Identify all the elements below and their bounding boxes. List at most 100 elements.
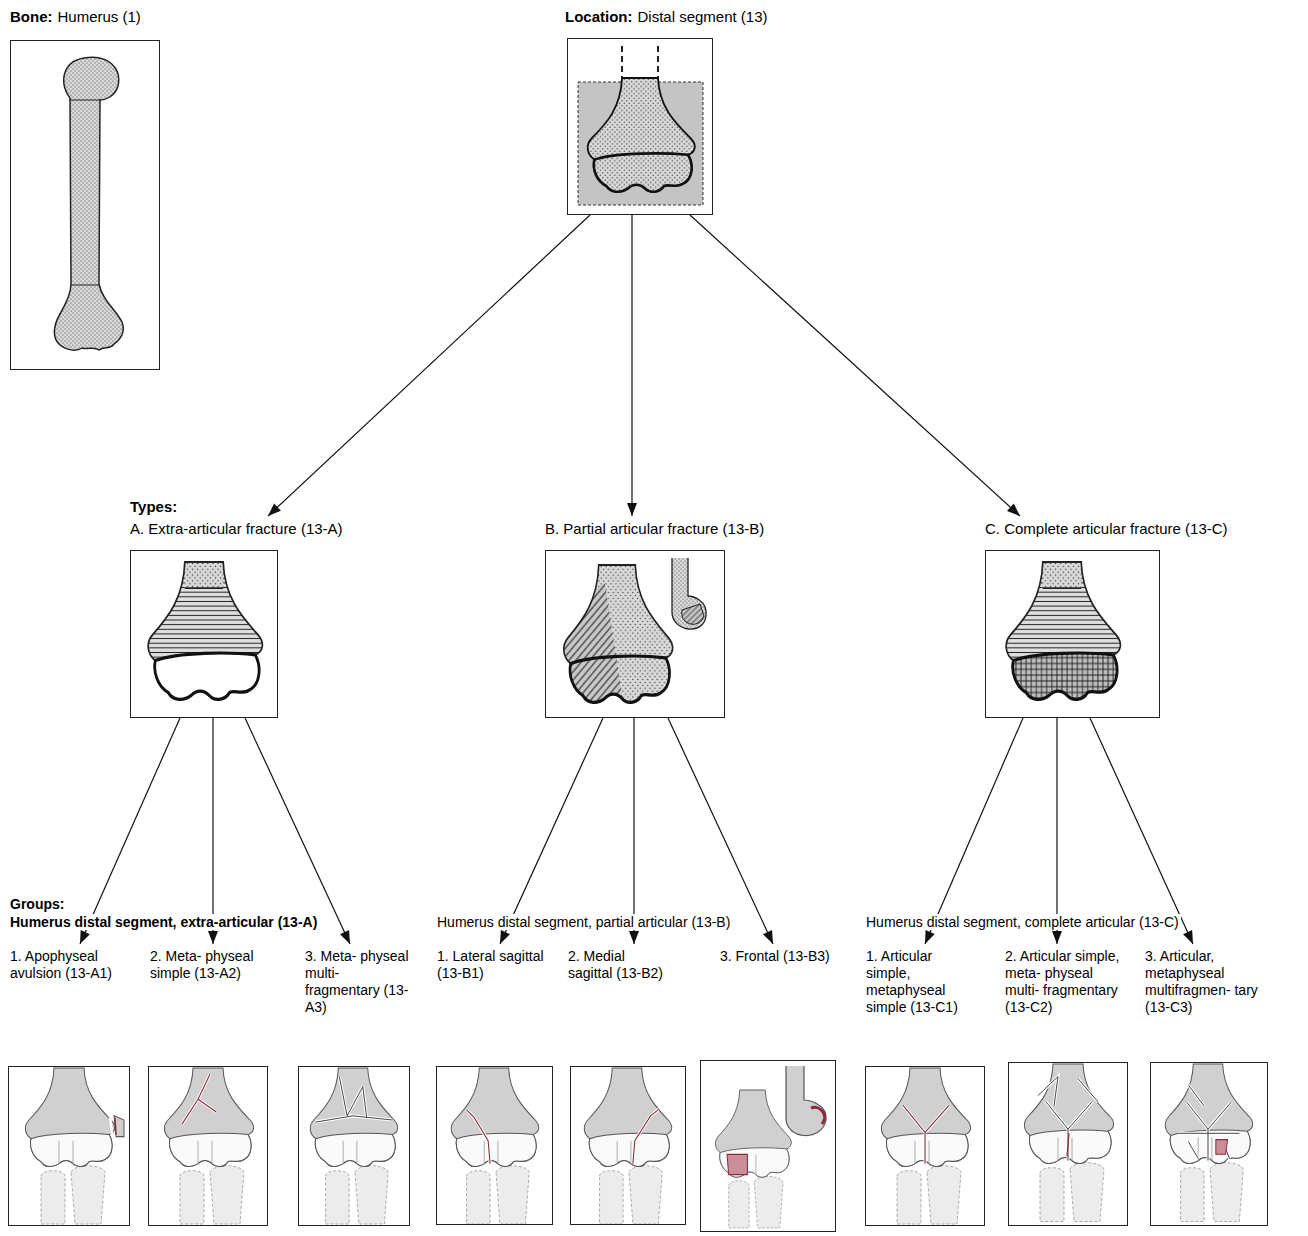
heading-value: Distal segment (13) bbox=[638, 8, 768, 26]
group-subheading: Humerus distal segment, partial articula… bbox=[435, 914, 732, 930]
arrow-head bbox=[80, 930, 90, 944]
arrow-head bbox=[500, 930, 510, 944]
arrow-connector bbox=[690, 215, 1020, 516]
connector-line bbox=[1056, 718, 1057, 944]
picture-frame bbox=[10, 40, 160, 370]
arrow-head bbox=[1183, 930, 1193, 944]
group-box: 3. Frontal (13-B3) bbox=[700, 944, 838, 1232]
connector-line bbox=[268, 215, 590, 516]
group-subheading: Humerus distal segment, extra-articular … bbox=[8, 914, 319, 930]
arrow-connector bbox=[208, 718, 218, 944]
groups-heading: Groups: bbox=[8, 896, 66, 912]
node-label: 1. Lateral sagittal (13-B1) bbox=[437, 948, 557, 982]
node-label: 2. Meta- physeal simple (13-A2) bbox=[150, 948, 268, 982]
text-block: 3. Articular, metaphyseal multifragmen- … bbox=[1145, 948, 1260, 1016]
picture-frame bbox=[298, 1066, 410, 1226]
connector-line bbox=[631, 215, 632, 516]
text-block: A. Extra-articular fracture (13-A) bbox=[130, 520, 420, 538]
arrow-head bbox=[925, 930, 935, 944]
node-label: B. Partial articular fracture (13-B) bbox=[545, 520, 835, 538]
picture-frame bbox=[570, 1066, 686, 1225]
group-box: 1. Articular simple, metaphyseal simple … bbox=[865, 944, 985, 1226]
type-box: C. Complete articular fracture (13-C) bbox=[985, 516, 1295, 718]
connector-line bbox=[1090, 718, 1193, 944]
text-block: 1. Articular simple, metaphyseal simple … bbox=[866, 948, 978, 1016]
node-label: 2. Medial sagittal (13-B2) bbox=[568, 948, 664, 982]
arrow-head bbox=[268, 503, 281, 516]
picture-frame bbox=[8, 1066, 130, 1226]
arrow-head bbox=[763, 930, 773, 944]
picture-frame bbox=[567, 38, 713, 215]
arrow-head bbox=[627, 503, 637, 516]
text-block: 2. Meta- physeal simple (13-A2) bbox=[150, 948, 268, 982]
connector-line bbox=[245, 718, 350, 944]
picture-frame bbox=[985, 550, 1160, 718]
arrow-connector bbox=[80, 718, 180, 944]
group-box: 1. Lateral sagittal (13-B1) bbox=[436, 944, 557, 1225]
picture-frame bbox=[130, 550, 278, 718]
picture-frame bbox=[1150, 1062, 1268, 1226]
arrow-connector bbox=[925, 718, 1023, 944]
arrow-connector bbox=[500, 718, 603, 944]
arrow-connector bbox=[668, 718, 773, 944]
arrow-head bbox=[1007, 504, 1020, 516]
text-block: Bone: Humerus (1) bbox=[10, 8, 210, 26]
connector-line bbox=[690, 215, 1020, 516]
node-label: 1. Articular simple, metaphyseal simple … bbox=[866, 948, 978, 1016]
arrow-head bbox=[1052, 931, 1062, 944]
node-label: 3. Frontal (13-B3) bbox=[720, 948, 838, 965]
node-label: 3. Meta- physeal multi- fragmentary (13-… bbox=[305, 948, 415, 1016]
group-box: 1. Apophyseal avulsion (13-A1) bbox=[8, 944, 138, 1226]
arrow-head bbox=[340, 930, 350, 944]
group-box: 2. Medial sagittal (13-B2) bbox=[568, 944, 686, 1225]
arrow-connector bbox=[268, 215, 590, 516]
picture-frame bbox=[436, 1066, 553, 1225]
picture-frame bbox=[1008, 1062, 1128, 1226]
node-label: A. Extra-articular fracture (13-A) bbox=[130, 520, 420, 538]
connector-line bbox=[500, 718, 603, 944]
text-block: 1. Lateral sagittal (13-B1) bbox=[437, 948, 557, 982]
type-box: A. Extra-articular fracture (13-A) bbox=[130, 516, 420, 718]
text-block: Location: Distal segment (13) bbox=[565, 8, 825, 26]
arrow-connector bbox=[245, 718, 350, 944]
location-box: Location: Distal segment (13) bbox=[565, 4, 825, 215]
group-box: 3. Meta- physeal multi- fragmentary (13-… bbox=[298, 944, 415, 1226]
node-label: 1. Apophyseal avulsion (13-A1) bbox=[10, 948, 138, 982]
arrow-connector bbox=[629, 718, 639, 944]
picture-frame bbox=[148, 1066, 268, 1226]
node-label: C. Complete articular fracture (13-C) bbox=[985, 520, 1295, 538]
group-subheading: Humerus distal segment, complete articul… bbox=[864, 914, 1181, 930]
type-box: B. Partial articular fracture (13-B) bbox=[545, 516, 835, 718]
connector-line bbox=[80, 718, 180, 944]
heading-key: Bone: bbox=[10, 8, 53, 26]
connector-line bbox=[212, 718, 213, 944]
picture-frame bbox=[700, 1060, 836, 1232]
group-box: 3. Articular, metaphyseal multifragmen- … bbox=[1145, 944, 1268, 1226]
picture-frame bbox=[545, 550, 725, 718]
arrow-connector bbox=[1090, 718, 1193, 944]
text-block: B. Partial articular fracture (13-B) bbox=[545, 520, 835, 538]
arrow-connector bbox=[627, 215, 637, 516]
text-block: 3. Frontal (13-B3) bbox=[720, 948, 838, 965]
node-label: 3. Articular, metaphyseal multifragmen- … bbox=[1145, 948, 1260, 1016]
connector-line bbox=[925, 718, 1023, 944]
node-label: 2. Articular simple, meta- physeal multi… bbox=[1005, 948, 1123, 1016]
arrow-head bbox=[629, 931, 639, 944]
bone-box: Bone: Humerus (1) bbox=[10, 4, 210, 370]
heading-key: Location: bbox=[565, 8, 633, 26]
text-block: 2. Articular simple, meta- physeal multi… bbox=[1005, 948, 1123, 1016]
text-block: 3. Meta- physeal multi- fragmentary (13-… bbox=[305, 948, 415, 1016]
connector-line bbox=[668, 718, 773, 944]
arrow-connector bbox=[1052, 718, 1062, 944]
group-box: 2. Meta- physeal simple (13-A2) bbox=[148, 944, 268, 1226]
heading-value: Humerus (1) bbox=[58, 8, 141, 26]
text-block: 1. Apophyseal avulsion (13-A1) bbox=[10, 948, 138, 982]
text-block: 2. Medial sagittal (13-B2) bbox=[568, 948, 664, 982]
picture-frame bbox=[865, 1066, 985, 1226]
group-box: 2. Articular simple, meta- physeal multi… bbox=[1005, 944, 1128, 1226]
arrow-head bbox=[208, 931, 218, 944]
text-block: C. Complete articular fracture (13-C) bbox=[985, 520, 1295, 538]
